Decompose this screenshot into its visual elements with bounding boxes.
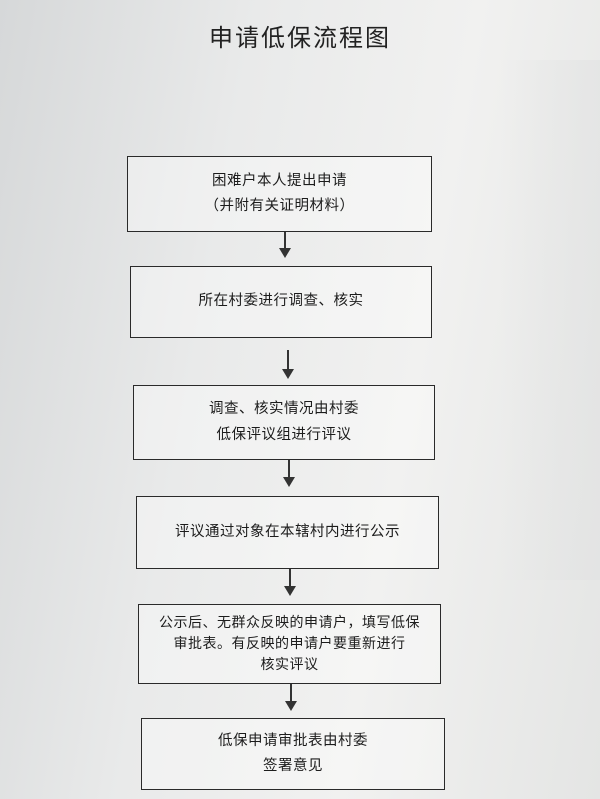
step-1-box: 困难户本人提出申请 （并附有关证明材料） [127,156,432,232]
step-5-line-3: 核实评议 [260,656,319,673]
step-6-line-2: 签署意见 [263,758,323,774]
arrow-2-to-3 [282,350,294,379]
arrow-3-to-4 [283,460,295,487]
step-3-line-1: 调查、核实情况由村委 [209,401,359,418]
step-4-box: 评议通过对象在本辖村内进行公示 [136,496,439,569]
step-6-box: 低保申请审批表由村委 签署意见 [141,718,445,790]
arrow-1-to-2 [279,232,291,258]
step-3-box: 调查、核实情况由村委 低保评议组进行评议 [133,385,435,460]
page-shadow [500,60,600,580]
step-2-line-1: 所在村委进行调查、核实 [198,293,364,310]
step-5-box: 公示后、无群众反映的申请户，填写低保 审批表。有反映的申请户要重新进行 核实评议 [138,604,441,684]
step-5-line-1: 公示后、无群众反映的申请户，填写低保 [159,614,420,631]
step-4-line-1: 评议通过对象在本辖村内进行公示 [175,523,400,540]
step-5-line-2: 审批表。有反映的申请户要重新进行 [173,635,406,652]
step-3-line-2: 低保评议组进行评议 [216,426,352,443]
arrow-5-to-6 [285,684,297,711]
step-1-line-1: 困难户本人提出申请 [212,172,347,189]
step-2-box: 所在村委进行调查、核实 [130,266,432,338]
step-1-line-2: （并附有关证明材料） [204,198,355,214]
arrow-4-to-5 [284,569,296,596]
step-6-line-1: 低保申请审批表由村委 [218,732,368,749]
page-title: 申请低保流程图 [209,24,391,52]
